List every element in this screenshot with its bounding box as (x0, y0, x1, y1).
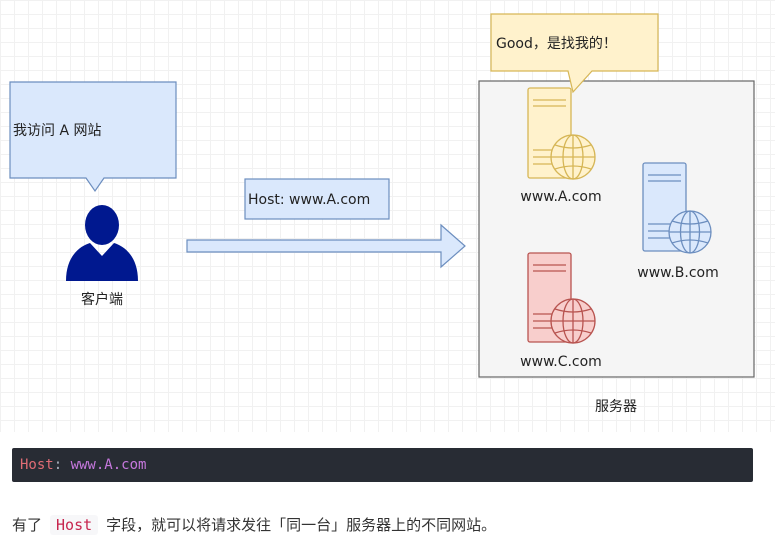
caption-paragraph: 有了 Host 字段，就可以将请求发往「同一台」服务器上的不同网站。 (12, 513, 496, 537)
server-b-label: www.B.com (637, 265, 718, 281)
server-c-icon (527, 252, 596, 344)
code-separator: : (53, 457, 71, 473)
request-host-label: Host: www.A.com (248, 192, 370, 208)
server-group-label: 服务器 (595, 399, 637, 415)
caption-text-before: 有了 (12, 516, 43, 534)
request-arrow (186, 223, 466, 269)
server-b-icon (642, 162, 712, 254)
caption-inline-code: Host (50, 515, 99, 535)
server-a-label: www.A.com (520, 189, 601, 205)
code-block: Host: www.A.com (12, 448, 753, 482)
client-label: 客户端 (81, 291, 123, 308)
code-header-key: Host (20, 457, 54, 473)
server-a-icon (527, 87, 596, 180)
server-c-label: www.C.com (520, 354, 602, 370)
request-host-label-box (244, 178, 390, 220)
server-speech-bubble (490, 13, 659, 94)
server-bubble-text: Good，是找我的！ (496, 36, 617, 52)
client-bubble-text: 我访问 A 网站 (13, 123, 101, 139)
caption-text-after: 字段，就可以将请求发往「同一台」服务器上的不同网站。 (106, 516, 497, 534)
client-speech-bubble (9, 81, 177, 193)
code-header-value: www.A.com (70, 457, 147, 473)
host-routing-diagram: 我访问 A 网站 客户端 Host: www.A.com Good，是找我的！ … (9, 13, 755, 415)
user-icon (66, 205, 138, 281)
server-group-box (478, 80, 755, 378)
